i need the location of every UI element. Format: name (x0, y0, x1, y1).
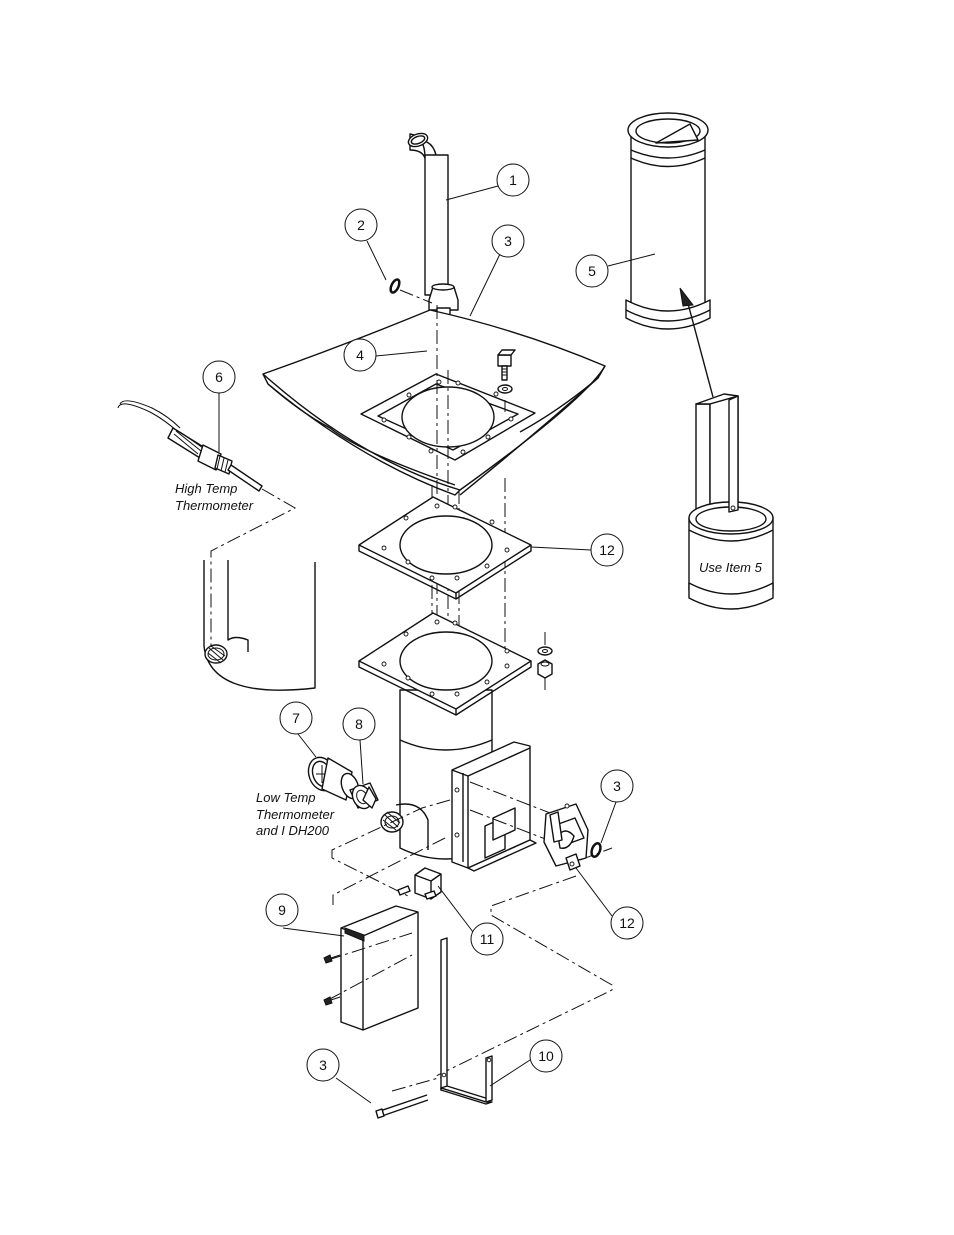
part-use-item-5-cup (688, 393, 774, 610)
balloon-2: 2 (344, 208, 378, 242)
note-high-temp-line2: Thermometer (175, 498, 254, 513)
balloon-12-lower: 12 (610, 906, 644, 940)
balloon-11: 11 (470, 922, 504, 956)
part-low-temp-fitting (349, 782, 379, 810)
svg-text:1: 1 (509, 172, 517, 188)
part-elbow-pipe (407, 132, 459, 323)
part-block-11 (397, 867, 442, 900)
part-nut-washer (537, 632, 553, 690)
svg-text:3: 3 (613, 778, 621, 794)
part-bolt-washer (497, 349, 516, 394)
note-use-item-5: Use Item 5 (699, 560, 763, 575)
part-gasket-plate (358, 496, 532, 600)
balloon-3-upper: 3 (491, 224, 525, 258)
svg-text:5: 5 (588, 263, 596, 279)
svg-text:9: 9 (278, 902, 286, 918)
part-high-temp-thermometer (117, 400, 297, 650)
svg-text:11: 11 (480, 931, 495, 947)
part-box-cover (323, 905, 419, 1031)
note-low-temp-line1: Low Temp (256, 790, 316, 805)
part-hopper (262, 309, 606, 496)
svg-text:12: 12 (619, 915, 635, 931)
balloon-8: 8 (342, 707, 376, 741)
balloon-12-upper: 12 (590, 533, 624, 567)
part-tank-section (203, 560, 316, 691)
balloon-7: 7 (279, 701, 313, 735)
svg-text:3: 3 (504, 233, 512, 249)
note-high-temp-line1: High Temp (175, 481, 237, 496)
svg-text:3: 3 (319, 1057, 327, 1073)
note-low-temp-line2: Thermometer (256, 807, 335, 822)
balloon-3-right: 3 (600, 769, 634, 803)
svg-text:8: 8 (355, 716, 363, 732)
balloon-6: 6 (202, 360, 236, 394)
balloon-4: 4 (343, 338, 377, 372)
part-sleeve-cylinder (625, 112, 711, 330)
balloon-10: 10 (529, 1039, 563, 1073)
svg-text:10: 10 (538, 1048, 554, 1064)
part-o-ring-2 (389, 278, 401, 294)
balloon-1: 1 (496, 163, 530, 197)
svg-text:6: 6 (215, 369, 223, 385)
svg-text:2: 2 (357, 217, 365, 233)
svg-text:12: 12 (599, 542, 615, 558)
part-arrow-to-5 (679, 287, 714, 398)
part-bracket-housing (451, 741, 537, 872)
svg-text:7: 7 (292, 710, 300, 726)
balloon-9: 9 (265, 893, 299, 927)
part-o-ring-3-right (590, 842, 602, 858)
balloon-3-lower: 3 (306, 1048, 340, 1082)
part-pin-lower (375, 1094, 429, 1119)
note-low-temp-line3: and I DH200 (256, 823, 330, 838)
part-switch-assembly (543, 803, 589, 871)
balloon-5: 5 (575, 254, 609, 288)
svg-text:4: 4 (356, 347, 364, 363)
part-rod-bracket (440, 937, 493, 1105)
